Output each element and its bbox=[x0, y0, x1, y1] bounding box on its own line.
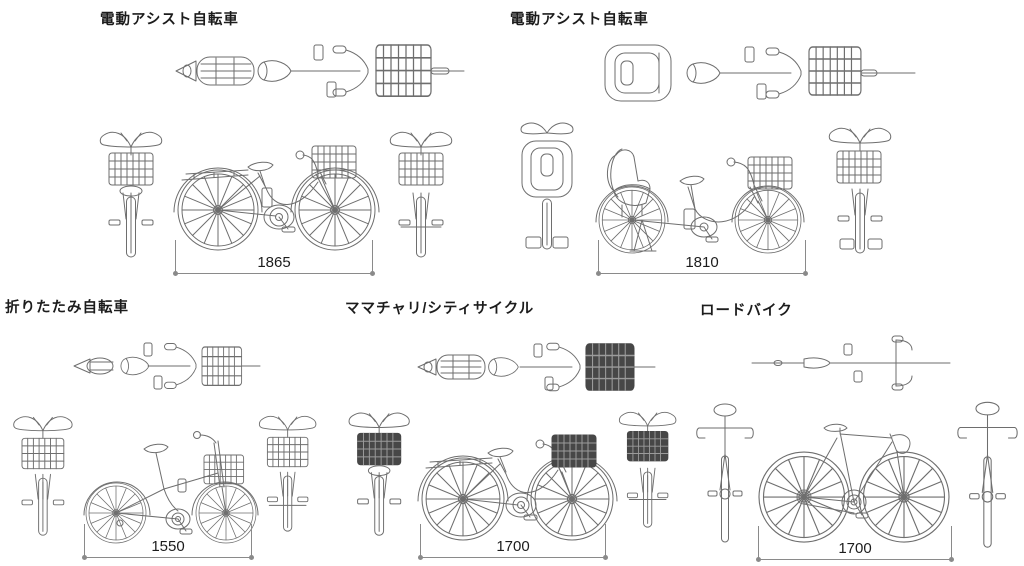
road-front-view-drawing bbox=[696, 403, 754, 543]
dimension-line bbox=[82, 555, 254, 560]
ebike-childseat-dimension: 1810 bbox=[596, 230, 808, 276]
road-rear-view-drawing bbox=[957, 401, 1018, 548]
city-top-view-drawing bbox=[417, 342, 656, 392]
group-title-ebike-childseat: 電動アシスト自転車 bbox=[510, 12, 649, 28]
dimension-value: 1865 bbox=[257, 254, 291, 271]
folding-side-view-drawing bbox=[83, 431, 259, 544]
dimension-extension-line bbox=[175, 240, 176, 274]
ebike-childseat-front-view-drawing bbox=[828, 127, 892, 254]
city-rear-view-drawing bbox=[618, 411, 677, 528]
ebike-childseat-rear-view-drawing bbox=[520, 122, 574, 250]
ebike-childseat-top-view-drawing bbox=[604, 44, 916, 102]
dimension-extension-line bbox=[84, 524, 85, 558]
dimension-line bbox=[596, 271, 808, 276]
ebike-childseat-side-view-drawing bbox=[595, 148, 805, 254]
dimension-value: 1810 bbox=[685, 254, 719, 271]
group-title-ebike: 電動アシスト自転車 bbox=[100, 12, 239, 28]
ebike-front-view-drawing bbox=[99, 131, 163, 258]
dimension-extension-line bbox=[951, 526, 952, 560]
ebike-rear-view-drawing bbox=[389, 131, 453, 258]
city-dimension: 1700 bbox=[418, 514, 608, 560]
dimension-extension-line bbox=[758, 526, 759, 560]
folding-rear-view-drawing bbox=[258, 415, 317, 532]
ebike-top-view-drawing bbox=[175, 44, 465, 98]
dimension-line bbox=[756, 557, 954, 562]
dimension-extension-line bbox=[251, 524, 252, 558]
dimension-extension-line bbox=[805, 240, 806, 274]
dimension-line bbox=[173, 271, 375, 276]
dimension-line bbox=[418, 555, 608, 560]
city-side-view-drawing bbox=[417, 434, 618, 541]
dimension-extension-line bbox=[420, 524, 421, 558]
dimension-value: 1700 bbox=[496, 538, 530, 555]
city-front-view-drawing bbox=[348, 412, 410, 536]
ebike-side-view-drawing bbox=[173, 145, 380, 251]
dimension-extension-line bbox=[598, 240, 599, 274]
dimension-value: 1700 bbox=[838, 540, 872, 557]
group-title-city: ママチャリ/シティサイクル bbox=[345, 301, 535, 317]
folding-top-view-drawing bbox=[73, 342, 261, 390]
folding-dimension: 1550 bbox=[82, 514, 254, 560]
group-title-folding: 折りたたみ自転車 bbox=[5, 300, 129, 316]
folding-front-view-drawing bbox=[13, 416, 73, 536]
dimension-extension-line bbox=[372, 240, 373, 274]
dimension-extension-line bbox=[605, 524, 606, 558]
dimension-value: 1550 bbox=[151, 538, 185, 555]
road-side-view-drawing bbox=[758, 423, 950, 543]
road-top-view-drawing bbox=[751, 335, 951, 391]
road-dimension: 1700 bbox=[756, 516, 954, 562]
ebike-dimension: 1865 bbox=[173, 230, 375, 276]
group-title-road: ロードバイク bbox=[700, 303, 793, 319]
